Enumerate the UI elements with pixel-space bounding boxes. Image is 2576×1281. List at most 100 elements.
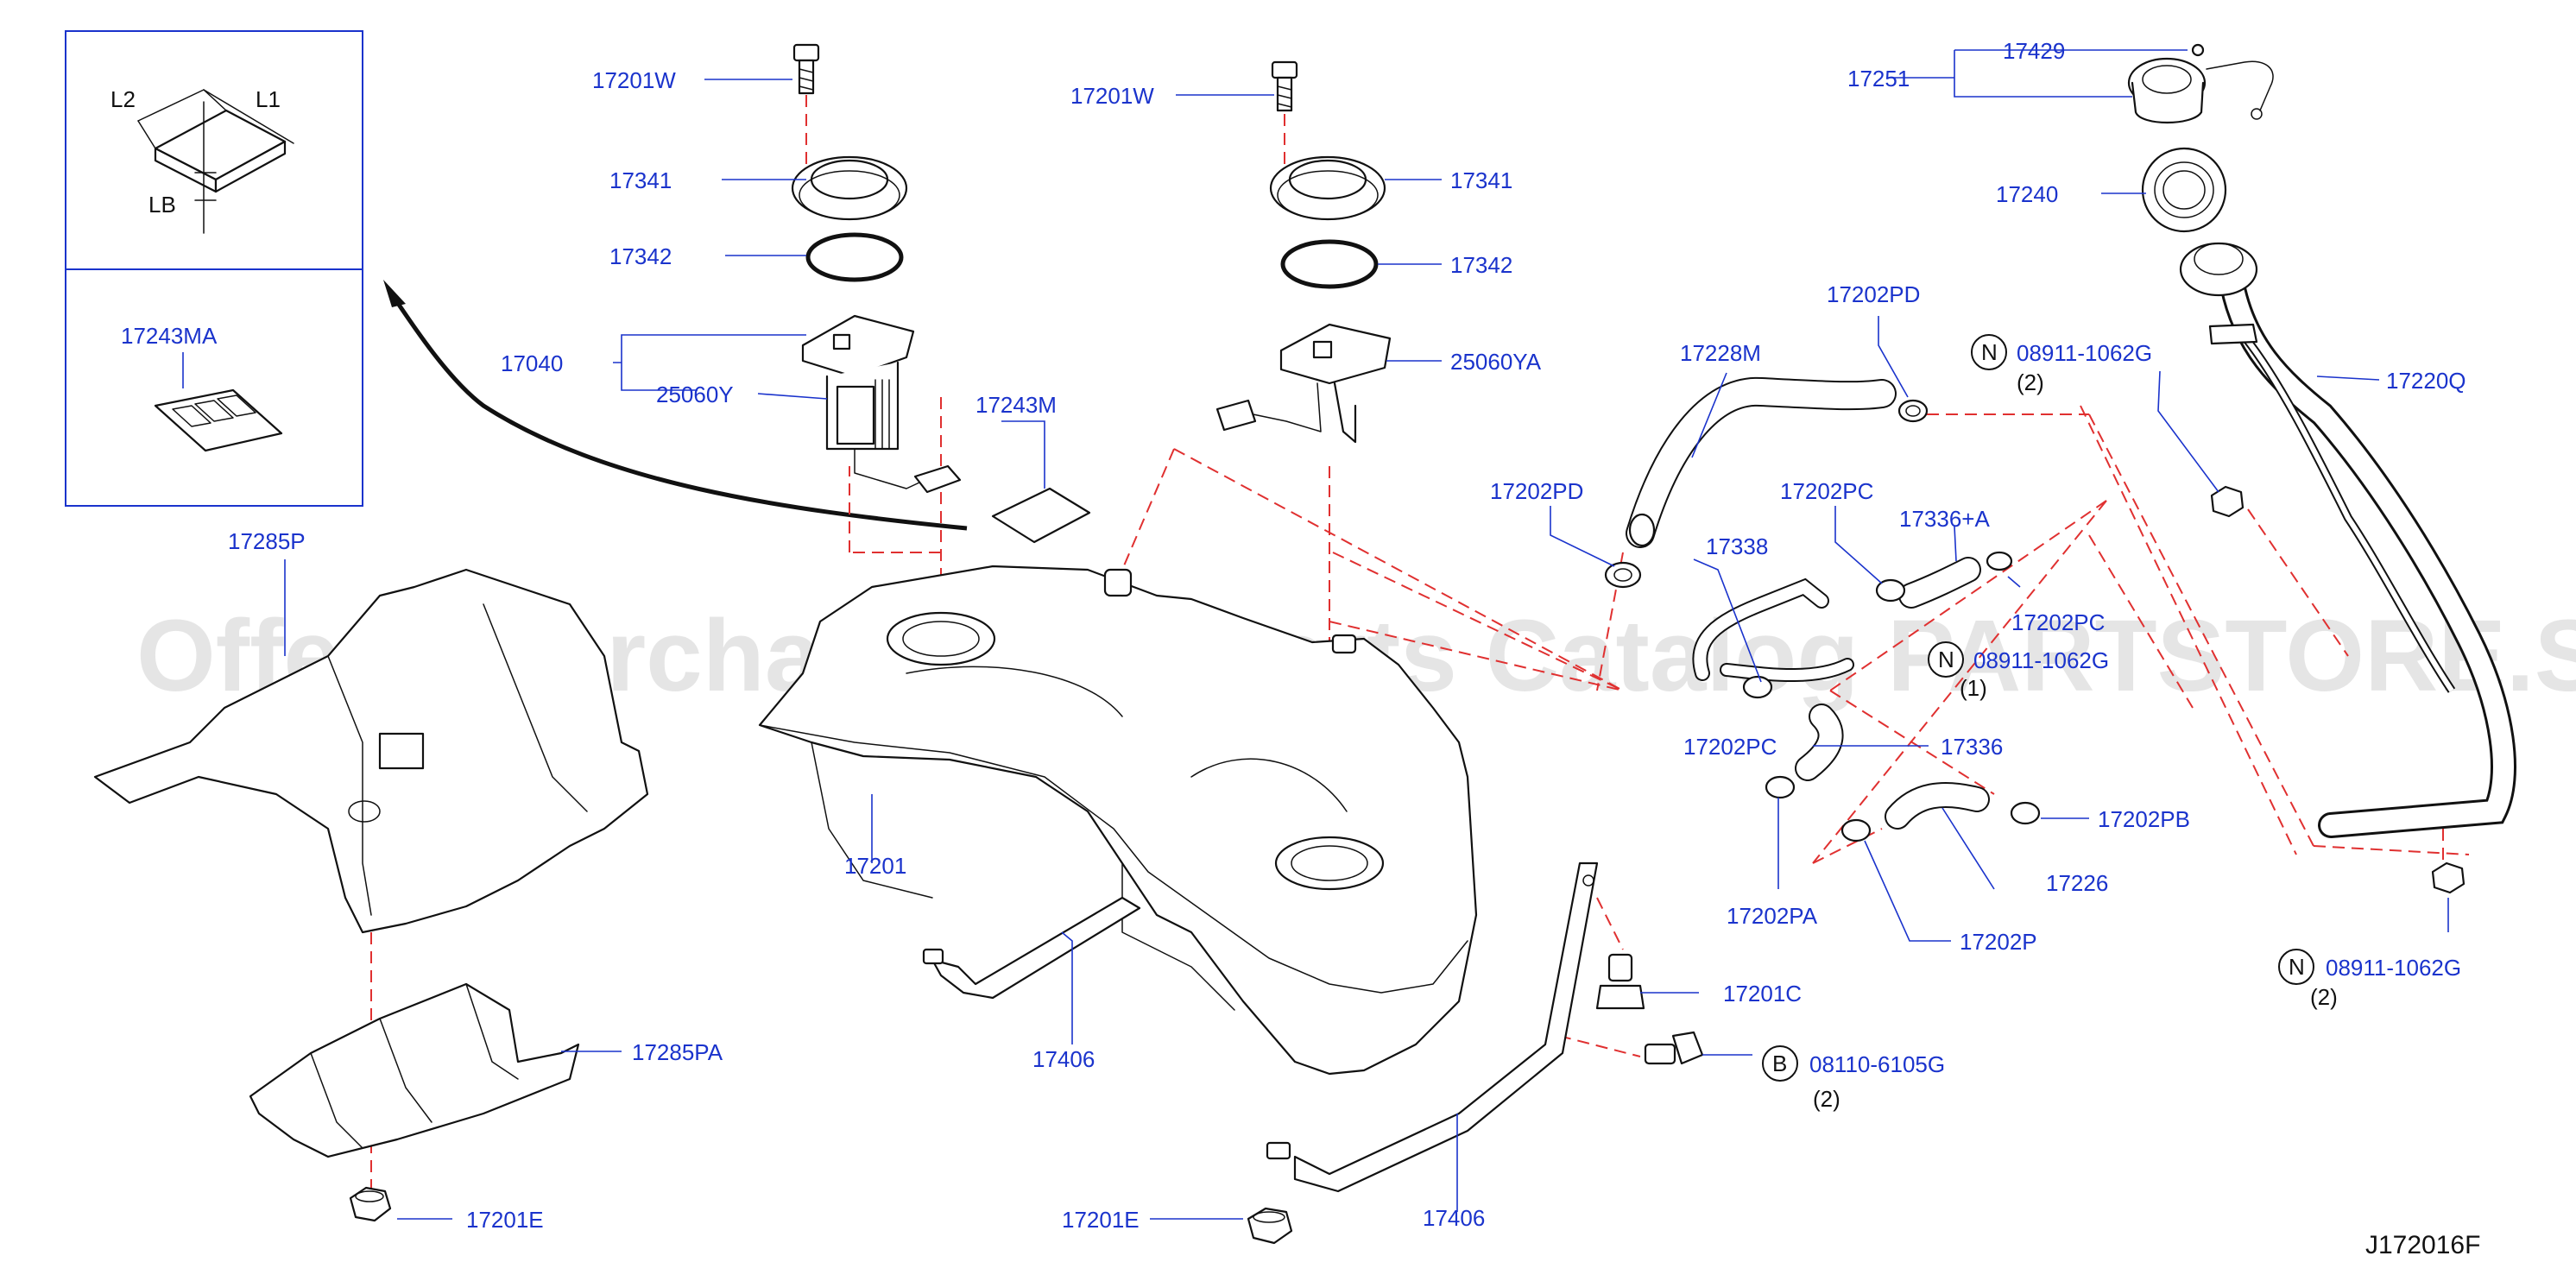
nut-17201e-right (1247, 1207, 1293, 1245)
label-17220q[interactable]: 17220Q (2386, 368, 2466, 394)
label-17201e-right[interactable]: 17201E (1062, 1207, 1140, 1233)
label-17228m[interactable]: 17228M (1680, 340, 1761, 366)
label-17202pc-low[interactable]: 17202PC (1683, 734, 1777, 760)
label-17342-right[interactable]: 17342 (1450, 252, 1512, 278)
qty-08110: (2) (1813, 1086, 1840, 1112)
label-08911-1062g-top[interactable]: 08911-1062G (2017, 340, 2152, 366)
seal-17342-left (805, 232, 904, 282)
filler-ring-17240 (2141, 147, 2227, 233)
bolt-17201w-left (792, 43, 820, 95)
label-17040[interactable]: 17040 (501, 350, 563, 376)
label-17285p[interactable]: 17285P (228, 528, 306, 554)
label-17201w-left[interactable]: 17201W (592, 67, 676, 93)
bolt-08110 (1644, 1031, 1704, 1065)
left-pump-assembly (791, 43, 1091, 544)
label-17201[interactable]: 17201 (844, 853, 906, 879)
heat-shield-17285p (93, 568, 649, 934)
label-17336a[interactable]: 17336+A (1899, 506, 1990, 532)
badge-b: B (1762, 1045, 1798, 1082)
clamp-17202pb (2010, 801, 2041, 825)
clamp-17202pc-a (1875, 578, 1906, 603)
label-17251[interactable]: 17251 (1847, 66, 1910, 92)
label-25060y[interactable]: 25060Y (656, 382, 734, 407)
label-17342-left[interactable]: 17342 (609, 243, 672, 269)
arrow-to-inset (386, 287, 968, 531)
badge-b-letter: B (1772, 1051, 1787, 1076)
label-17406-left[interactable]: 17406 (1032, 1046, 1095, 1072)
diagram-code: J172016F (2365, 1231, 2480, 1259)
label-17336[interactable]: 17336 (1941, 734, 2003, 760)
clamp-17202pc-c (1742, 675, 1773, 699)
clamp-17202p (1840, 818, 1872, 842)
badge-n-c-letter: N (2289, 954, 2305, 980)
label-17240[interactable]: 17240 (1996, 181, 2058, 207)
label-25060ya[interactable]: 25060YA (1450, 349, 1542, 375)
label-17202pd-left[interactable]: 17202PD (1490, 478, 1583, 504)
label-17338[interactable]: 17338 (1706, 533, 1768, 559)
badge-n-a: N (1971, 334, 2007, 370)
label-08911-1062g-mid[interactable]: 08911-1062G (1973, 647, 2109, 673)
label-17285pa[interactable]: 17285PA (632, 1039, 723, 1065)
heat-shield-17285pa (249, 982, 580, 1158)
label-17202pc-right[interactable]: 17202PC (2011, 609, 2105, 635)
label-08110-6105g[interactable]: 08110-6105G (1809, 1051, 1945, 1077)
right-pump-assembly (1215, 60, 1392, 444)
clamp-17202pd-b (1604, 561, 1642, 589)
inset-l2-label: L2 (110, 86, 136, 112)
label-17429[interactable]: 17429 (2003, 38, 2065, 64)
bolt-17201c (1595, 953, 1645, 1010)
part-17243ma-pad (154, 388, 283, 452)
nut-08911-c (2431, 861, 2466, 894)
filler-tube-17220q (2179, 242, 2516, 838)
bolt-17201w-right (1271, 60, 1298, 112)
label-17202pb[interactable]: 17202PB (2098, 806, 2190, 832)
label-17341-left[interactable]: 17341 (609, 167, 672, 193)
badge-n-b: N (1928, 641, 1964, 678)
lock-ring-17341-left (791, 155, 908, 221)
hose-17228m (1626, 376, 1897, 548)
inset-panel: L2 L1 LB 17243MA (65, 30, 363, 507)
label-17202p[interactable]: 17202P (1960, 929, 2037, 955)
clamp-17202pc-b (1986, 551, 2013, 571)
seal-17342-right (1280, 239, 1379, 289)
badge-n-a-letter: N (1981, 339, 1998, 365)
dimension-sketch (137, 89, 294, 234)
badge-n-b-letter: N (1938, 647, 1954, 672)
tether-17429 (2191, 43, 2205, 57)
arrow-head-icon (383, 280, 406, 307)
nut-17201e-left (349, 1186, 392, 1222)
pipe-17338 (1692, 577, 1854, 683)
part-leaders (284, 49, 2449, 1220)
strap-17406-right (1266, 861, 1599, 1193)
clamp-17202pd-a (1897, 399, 1929, 423)
fuel-tank-17201 (758, 565, 1478, 1076)
hose-17336-a (1898, 557, 1981, 609)
label-17226[interactable]: 17226 (2046, 870, 2108, 896)
label-17201e-left[interactable]: 17201E (466, 1207, 544, 1233)
pump-module-17040 (801, 314, 962, 494)
label-08911-1062g-bottom[interactable]: 08911-1062G (2326, 955, 2461, 981)
label-17406-right[interactable]: 17406 (1423, 1205, 1485, 1231)
label-17202pd-top[interactable]: 17202PD (1827, 281, 1920, 307)
label-17243m[interactable]: 17243M (975, 392, 1057, 418)
strap-17406-left (922, 896, 1141, 1000)
label-17243ma[interactable]: 17243MA (121, 323, 218, 349)
label-17201w-right[interactable]: 17201W (1070, 83, 1154, 109)
nut-08911-a (2210, 485, 2245, 518)
qty-08911-mid: (1) (1960, 675, 1987, 701)
lock-ring-17341-right (1269, 155, 1386, 221)
qty-08911-bottom: (2) (2310, 984, 2338, 1010)
label-17341-right[interactable]: 17341 (1450, 167, 1512, 193)
hose-17226 (1885, 782, 1990, 830)
label-17201c[interactable]: 17201C (1723, 981, 1802, 1006)
sender-unit-25060ya (1215, 323, 1392, 444)
inset-lb-label: LB (148, 192, 176, 218)
label-17202pa[interactable]: 17202PA (1727, 903, 1818, 929)
badge-n-c: N (2278, 949, 2314, 985)
inset-l1-label: L1 (256, 86, 281, 112)
pad-17243m (991, 487, 1091, 544)
fuel-cap-17251 (2127, 57, 2274, 124)
qty-08911-top: (2) (2017, 369, 2044, 395)
label-17202pc-top[interactable]: 17202PC (1780, 478, 1873, 504)
